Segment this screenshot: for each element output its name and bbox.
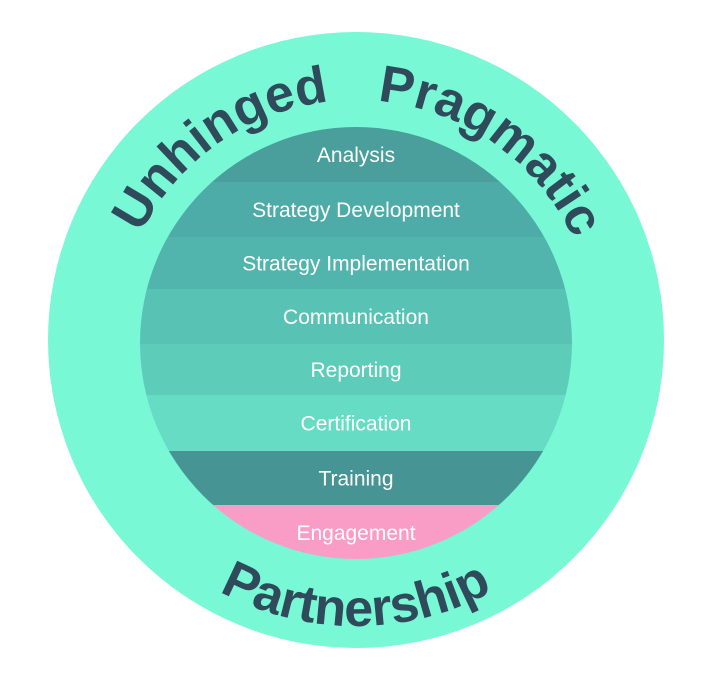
- layer-label: Strategy Implementation: [242, 253, 470, 276]
- layer-band-communication: [140, 289, 572, 345]
- layer-band-certification: [140, 395, 572, 452]
- layer-band-strategy-implementation: [140, 237, 572, 290]
- layer-label: Analysis: [317, 144, 395, 167]
- layer-band-training: [140, 451, 572, 506]
- layer-label: Reporting: [310, 359, 401, 382]
- layer-label: Certification: [301, 413, 412, 436]
- layer-label: Strategy Development: [252, 199, 460, 222]
- layer-label: Engagement: [296, 522, 415, 545]
- layer-band-strategy-development: [140, 182, 572, 238]
- layer-label: Communication: [283, 306, 429, 329]
- layer-label: Training: [318, 468, 393, 491]
- layer-band-reporting: [140, 344, 572, 396]
